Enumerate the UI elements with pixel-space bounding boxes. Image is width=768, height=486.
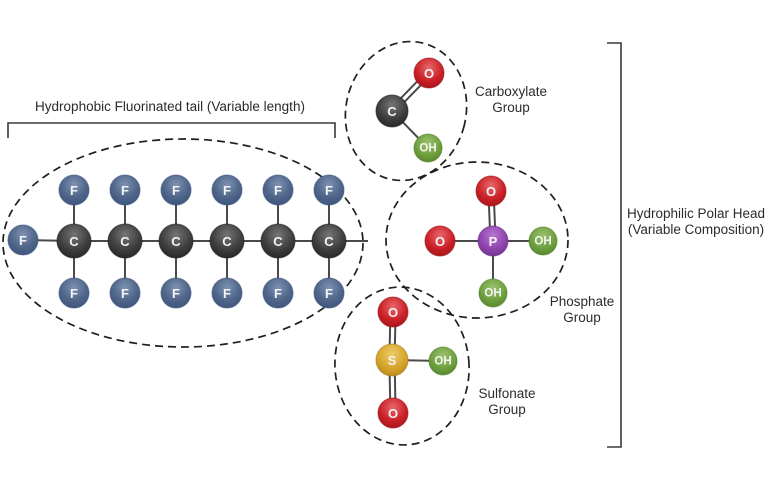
fluorinated-tail-atom-c-icon: C xyxy=(107,223,143,259)
carboxylate-group-label-line2: Group xyxy=(492,100,530,115)
carboxylate-group-atom-c-icon: C xyxy=(375,94,409,128)
sulfonate-group-label: Sulfonate Group xyxy=(478,386,535,418)
fluorinated-tail-atom-c-icon: C xyxy=(158,223,194,259)
atom-symbol: C xyxy=(69,234,79,249)
atom-symbol: F xyxy=(172,183,180,198)
fluorinated-tail-atom-c-icon: C xyxy=(209,223,245,259)
fluorinated-tail-atom-f-icon: F xyxy=(262,277,294,309)
atom-symbol: C xyxy=(387,104,397,119)
phosphate-group-atom-p-icon: P xyxy=(477,225,509,257)
head-bracket xyxy=(607,42,622,448)
phosphate-group-atom-oh-icon: OH xyxy=(478,278,508,308)
fluorinated-tail-atom-f-icon: F xyxy=(160,277,192,309)
atom-symbol: C xyxy=(120,234,130,249)
atom-symbol: F xyxy=(274,183,282,198)
phosphate-group-label: Phosphate Group xyxy=(550,294,615,326)
atom-symbol: OH xyxy=(419,143,436,155)
atom-symbol: F xyxy=(70,286,78,301)
atom-symbol: C xyxy=(324,234,334,249)
phosphate-group-atom-o-icon: O xyxy=(475,175,507,207)
sulfonate-group-atom-oh-icon: OH xyxy=(428,346,458,376)
fluorinated-tail-atom-f-icon: F xyxy=(313,277,345,309)
fluorinated-tail-atom-f-icon: F xyxy=(109,277,141,309)
phosphate-group-atom-oh-icon: OH xyxy=(528,226,558,256)
fluorinated-tail-atom-c-icon: C xyxy=(260,223,296,259)
fluorinated-tail-atom-f-icon: F xyxy=(58,277,90,309)
carboxylate-group-label: Carboxylate Group xyxy=(475,84,547,116)
atom-symbol: O xyxy=(486,184,496,199)
carboxylate-group-atom-oh-icon: OH xyxy=(413,133,443,163)
atom-symbol: P xyxy=(489,234,498,249)
atom-symbol: O xyxy=(388,305,398,320)
fluorinated-tail-atom-f-icon: F xyxy=(211,277,243,309)
sulfonate-group-boundary-ellipse xyxy=(334,286,470,446)
atom-symbol: O xyxy=(435,234,445,249)
atom-symbol: C xyxy=(222,234,232,249)
atom-symbol: O xyxy=(388,406,398,421)
atom-symbol: OH xyxy=(484,288,501,300)
fluorinated-tail-atom-f-icon: F xyxy=(109,174,141,206)
sulfonate-group-atom-s-icon: S xyxy=(375,343,409,377)
polar-head-bracket-label: Hydrophilic Polar Head (Variable Composi… xyxy=(627,206,765,238)
polar-head-bracket-label-line2: (Variable Composition) xyxy=(627,222,765,237)
atom-symbol: C xyxy=(273,234,283,249)
tail-bracket-label: Hydrophobic Fluorinated tail (Variable l… xyxy=(35,99,305,114)
phosphate-group-boundary-ellipse xyxy=(385,161,569,319)
fluorinated-tail-atom-c-icon: C xyxy=(311,223,347,259)
atom-symbol: F xyxy=(121,183,129,198)
fluorinated-tail-atom-f-icon: F xyxy=(7,224,39,256)
phosphate-group-atom-o-icon: O xyxy=(424,225,456,257)
fluorinated-tail-boundary-ellipse xyxy=(2,138,364,348)
fluorinated-tail-atom-c-icon: C xyxy=(56,223,92,259)
atom-symbol: F xyxy=(223,183,231,198)
atom-symbol: F xyxy=(223,286,231,301)
atom-symbol: F xyxy=(172,286,180,301)
atom-symbol: OH xyxy=(534,236,551,248)
sulfonate-group-atom-o-icon: O xyxy=(377,296,409,328)
atom-symbol: F xyxy=(19,233,27,248)
carboxylate-group-atom-o-icon: O xyxy=(413,57,445,89)
tail-bracket xyxy=(7,122,336,138)
sulfonate-group-label-line2: Group xyxy=(488,402,526,417)
fluorinated-tail-atom-f-icon: F xyxy=(211,174,243,206)
fluorinated-tail-atom-f-icon: F xyxy=(262,174,294,206)
carboxylate-group-boundary-ellipse xyxy=(344,40,468,182)
carboxylate-group-label-line1: Carboxylate xyxy=(474,84,548,99)
phosphate-group-label-line2: Group xyxy=(563,310,601,325)
fluorinated-tail-atom-f-icon: F xyxy=(313,174,345,206)
sulfonate-group-label-line1: Sulfonate xyxy=(478,386,536,401)
atom-symbol: C xyxy=(171,234,181,249)
sulfonate-group-atom-o-icon: O xyxy=(377,397,409,429)
polar-head-bracket-label-line1: Hydrophilic Polar Head xyxy=(626,206,766,221)
fluorinated-tail-atom-f-icon: F xyxy=(160,174,192,206)
phosphate-group-label-line1: Phosphate xyxy=(549,294,615,309)
atom-symbol: F xyxy=(325,183,333,198)
atom-symbol: F xyxy=(325,286,333,301)
atom-symbol: OH xyxy=(434,356,451,368)
atom-symbol: O xyxy=(424,66,434,81)
atom-symbol: F xyxy=(274,286,282,301)
atom-symbol: S xyxy=(388,353,397,368)
atom-symbol: F xyxy=(70,183,78,198)
atom-symbol: F xyxy=(121,286,129,301)
fluorinated-tail-atom-f-icon: F xyxy=(58,174,90,206)
